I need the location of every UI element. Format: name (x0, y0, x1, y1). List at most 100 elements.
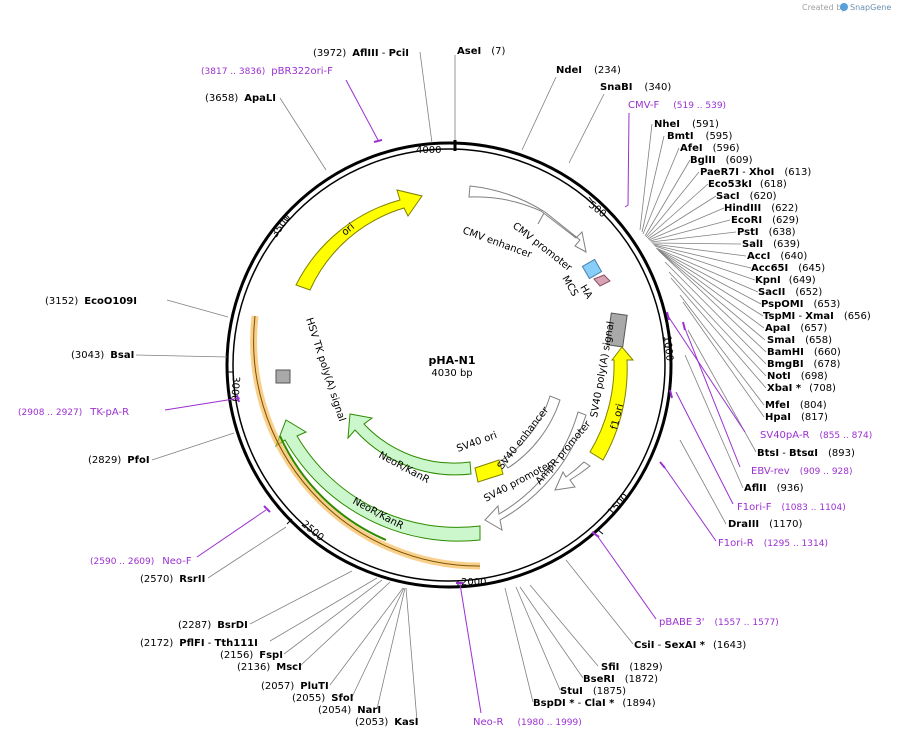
primer-mark-sv40pa (666, 311, 670, 321)
site-ecori: EcoRI(629) (731, 215, 799, 226)
leader-bspdi (504, 587, 534, 703)
leader-aflii (684, 354, 744, 489)
site-sali: SalI(639) (742, 239, 800, 250)
plasmid-name: pHA-N1 (428, 354, 475, 367)
leader-acci (652, 243, 747, 257)
site-asei: AseI(7) (457, 46, 505, 57)
site-kpni: KpnI(649) (755, 275, 816, 286)
orf-line-1 (253, 315, 481, 567)
sv40-promoter-outer-arrow (484, 411, 587, 531)
site-mfei: MfeI(804) (765, 400, 827, 411)
site-hpai: HpaI(817) (765, 412, 828, 423)
site-kasi: (2053)KasI (355, 717, 418, 728)
primer-leader-pbr322 (345, 79, 379, 141)
sv40-ori-box (474, 459, 504, 483)
leader-smai (659, 251, 766, 341)
primer-leader-neor (459, 583, 482, 714)
leader-kpni (654, 245, 756, 281)
site-bmti: BmtI(595) (667, 131, 733, 142)
neor-inner-arrow (347, 413, 472, 476)
site-pluti: (2057)PluTI (261, 681, 329, 692)
ruler-3500: 3500 (270, 213, 294, 240)
mcs-box (593, 274, 611, 287)
site-pspomi: PspOMI(653) (761, 299, 840, 310)
ruler-1000: 1000 (661, 335, 675, 361)
primer-cmv-f: CMV-F(519 .. 539) (628, 100, 726, 111)
site-btsi-btsai: BtsI - BtsαI(893) (757, 448, 855, 459)
primer-leader-f1orir (662, 464, 717, 542)
orf-inner-line (279, 435, 387, 541)
site-hindiii: HindIII(622) (724, 203, 798, 214)
site-bamhi: BamHI(660) (767, 347, 841, 358)
primer-tk-pa-r: (2908 .. 2927)TK-pA-R (18, 407, 129, 418)
leader-xbai (670, 277, 767, 389)
leader-noti (668, 271, 767, 377)
leader-ecori (649, 219, 731, 242)
leader-csii (565, 559, 634, 645)
leader-sacii (655, 247, 759, 293)
primer-leader-tkpa (164, 397, 241, 411)
primer-leader-sv40pa (667, 315, 746, 433)
site-afei: AfeI(596) (680, 143, 740, 154)
label-mcs: MCS (559, 274, 580, 299)
sv40-polya-box (606, 312, 628, 348)
ruler-4000: 4000 (416, 145, 441, 156)
tick-500-mark (588, 196, 594, 203)
leader-bmgbi (664, 261, 767, 365)
site-eco53ki: Eco53kI(618) (708, 179, 787, 190)
leader-sfoi (351, 587, 405, 698)
sv40-enhancer-arrow (501, 395, 561, 469)
ruler-500: 500 (586, 200, 608, 220)
primer-mark-f1orif (669, 389, 673, 399)
site-pfoi: (2829)PfoI (88, 455, 150, 466)
primer-f1ori-r: F1ori-R(1295 .. 1314) (718, 538, 828, 549)
leader-draiii (679, 439, 727, 525)
site-acc65i: Acc65I(645) (751, 263, 825, 274)
label-hsv-polya: HSV TK poly(A) signal (303, 317, 347, 423)
credit-prefix: Created by (802, 3, 846, 12)
site-apai: ApaI(657) (765, 323, 827, 334)
leader-bglii (644, 159, 691, 237)
leader-stui (515, 586, 561, 691)
plasmid-length: 4030 bp (431, 368, 472, 379)
primer-mark-f1orir (659, 461, 666, 469)
leader-afliii (419, 51, 433, 144)
primer-leader-f1orif (675, 391, 734, 505)
site-apali: (3658)ApaLI (205, 93, 276, 104)
site-stui: StuI(1875) (560, 686, 626, 697)
primer-pbabe-3: pBABE 3'(1557 .. 1577) (659, 617, 779, 628)
cmv-divider (537, 212, 545, 225)
tick-2500-mark (286, 518, 293, 525)
site-fspi: (2156)FspI (220, 650, 283, 661)
site-pflfi-tth111i: (2172)PflFI - Tth111I (140, 638, 258, 649)
primer-mark-ebv (682, 321, 686, 331)
site-csii-sexai: CsiI - SexAI *(1643) (634, 640, 746, 651)
site-draiii: DraIII(1170) (728, 519, 803, 530)
primer-leader-ebv (683, 325, 741, 468)
site-nari: (2054)NarI (318, 705, 381, 716)
snapgene-credit: Created by SnapGene (802, 3, 891, 12)
leader-psti (650, 231, 737, 243)
leader-bmti (641, 135, 665, 233)
tick-3500-mark (283, 215, 290, 221)
leader-kasi (405, 587, 418, 722)
ori-arrow (295, 189, 423, 291)
site-msci: (2136)MscI (237, 662, 302, 673)
leader-eco53ki (646, 183, 709, 239)
leader-pfoi (151, 432, 235, 461)
site-afliii: (3972)AflIII - PciI (313, 48, 409, 59)
backbone-outer (225, 141, 673, 589)
leader-bsai (135, 354, 228, 358)
leader-mfei (679, 294, 765, 406)
primer-mark-neof (263, 505, 271, 513)
ruler-2000: 2000 (461, 577, 486, 588)
label-sv40-ori: SV40 ori (455, 430, 498, 455)
site-bseri: BseRI(1872) (583, 674, 658, 685)
site-tspmi-xmai: TspMI - XmaI(656) (763, 311, 871, 322)
site-nhei: NheI(591) (654, 119, 719, 130)
leader-eco0109i (166, 299, 229, 318)
leader-afei (642, 147, 680, 235)
leader-ndei (521, 76, 557, 151)
leader-snabi (568, 93, 605, 164)
